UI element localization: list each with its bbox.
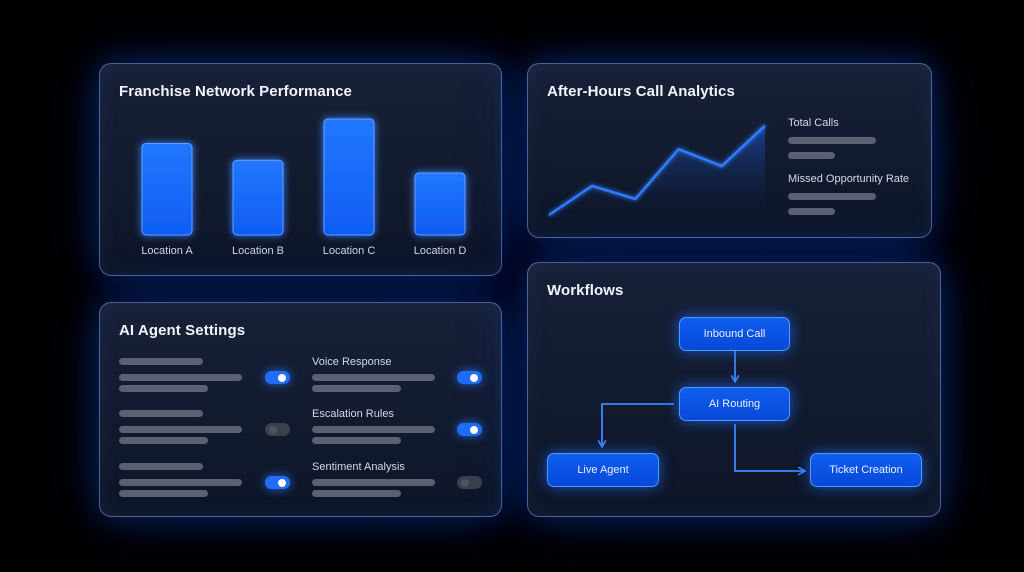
bar-label-location-c: Location C: [323, 245, 376, 257]
ai-agent-settings-card: AI Agent Settings Voice Response Escalat…: [99, 302, 502, 517]
setting-row-1-line-placeholder: [119, 374, 242, 381]
bar-label-location-a: Location A: [141, 245, 193, 257]
setting-row-1-line2-placeholder: [119, 385, 208, 392]
voice-response-toggle[interactable]: [457, 371, 482, 384]
settings-card-title: AI Agent Settings: [119, 322, 246, 339]
franchise-performance-card: Franchise Network Performance Location A…: [99, 63, 502, 276]
setting-row-3-title-placeholder: [119, 463, 203, 470]
setting-row-2-line-placeholder: [119, 426, 242, 433]
workflows-card: Workflows Inbound Call AI Routing Live A…: [527, 262, 941, 517]
total-calls-label: Total Calls: [788, 117, 839, 129]
setting-row-2-toggle[interactable]: [265, 423, 290, 436]
missed-rate-sub-placeholder: [788, 208, 835, 215]
escalation-rules-line-placeholder: [312, 426, 435, 433]
toggle-knob: [461, 478, 469, 487]
workflow-node-ticket-creation[interactable]: Ticket Creation: [810, 453, 922, 487]
toggle-knob: [470, 373, 478, 382]
missed-rate-value-placeholder: [788, 193, 876, 200]
bar-location-a: [141, 143, 193, 236]
call-analytics-line-chart: [548, 124, 766, 217]
total-calls-value-placeholder: [788, 137, 876, 144]
franchise-bar-chart: Location A Location B Location C Location D: [141, 118, 467, 257]
toggle-knob: [470, 425, 478, 434]
bar-label-location-d: Location D: [414, 245, 467, 257]
voice-response-line-placeholder: [312, 374, 435, 381]
setting-row-1-toggle[interactable]: [265, 371, 290, 384]
voice-response-label: Voice Response: [312, 356, 392, 368]
toggle-knob: [269, 425, 277, 434]
workflows-card-title: Workflows: [547, 282, 624, 299]
franchise-card-title: Franchise Network Performance: [119, 83, 352, 100]
setting-row-2-line2-placeholder: [119, 437, 208, 444]
workflow-node-live-agent[interactable]: Live Agent: [547, 453, 659, 487]
bar-location-b: [232, 159, 284, 236]
escalation-rules-toggle[interactable]: [457, 423, 482, 436]
call-analytics-card: After-Hours Call Analytics Total Calls M…: [527, 63, 932, 238]
toggle-knob: [278, 373, 286, 382]
bar-location-c: [323, 118, 375, 236]
workflow-node-ai-routing[interactable]: AI Routing: [679, 387, 790, 421]
total-calls-sub-placeholder: [788, 152, 835, 159]
escalation-rules-line2-placeholder: [312, 437, 401, 444]
workflow-node-inbound-call[interactable]: Inbound Call: [679, 317, 790, 351]
setting-row-1-title-placeholder: [119, 358, 203, 365]
toggle-knob: [278, 478, 286, 487]
voice-response-line2-placeholder: [312, 385, 401, 392]
missed-opportunity-rate-label: Missed Opportunity Rate: [788, 173, 910, 185]
analytics-card-title: After-Hours Call Analytics: [547, 83, 735, 100]
sentiment-analysis-label: Sentiment Analysis: [312, 461, 405, 473]
escalation-rules-label: Escalation Rules: [312, 408, 394, 420]
sentiment-analysis-line2-placeholder: [312, 490, 401, 497]
sentiment-analysis-line-placeholder: [312, 479, 435, 486]
workflow-connectors: [528, 351, 942, 518]
analytics-area-fill: [549, 125, 765, 215]
connector-routing-to-live-agent: [602, 403, 674, 446]
bar-label-location-b: Location B: [232, 245, 284, 257]
sentiment-analysis-toggle[interactable]: [457, 476, 482, 489]
connector-routing-to-ticket: [734, 424, 804, 471]
setting-row-2-title-placeholder: [119, 410, 203, 417]
setting-row-3-toggle[interactable]: [265, 476, 290, 489]
setting-row-3-line-placeholder: [119, 479, 242, 486]
setting-row-3-line2-placeholder: [119, 490, 208, 497]
analytics-series-line: [548, 124, 766, 217]
bar-location-d: [414, 172, 466, 236]
